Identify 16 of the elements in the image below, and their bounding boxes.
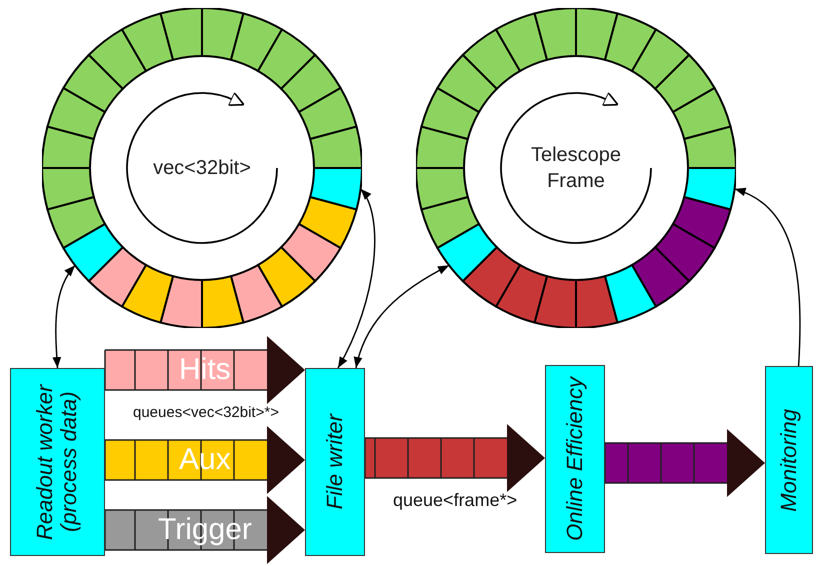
- buffer-slot: [309, 167, 362, 210]
- process-box: Readout worker (process data): [10, 368, 105, 556]
- queue-type-label: queues<vec<32bit>*>: [133, 404, 279, 420]
- buffer-slot: [683, 167, 736, 210]
- arrow: [354, 264, 450, 368]
- process-box: File writer: [305, 368, 365, 556]
- buffer-slot: [62, 223, 124, 282]
- buffer-slot: [436, 223, 498, 282]
- process-box: Online Efficiency: [545, 365, 605, 553]
- arrow: [337, 188, 376, 368]
- arrow: [52, 264, 76, 368]
- process-box: Monitoring: [765, 366, 813, 554]
- edge-label: queue<frame*>: [393, 490, 518, 510]
- ring-label: Telescope Frame: [530, 143, 622, 194]
- arrow: [734, 188, 801, 366]
- ring-label: vec<32bit>: [152, 156, 252, 181]
